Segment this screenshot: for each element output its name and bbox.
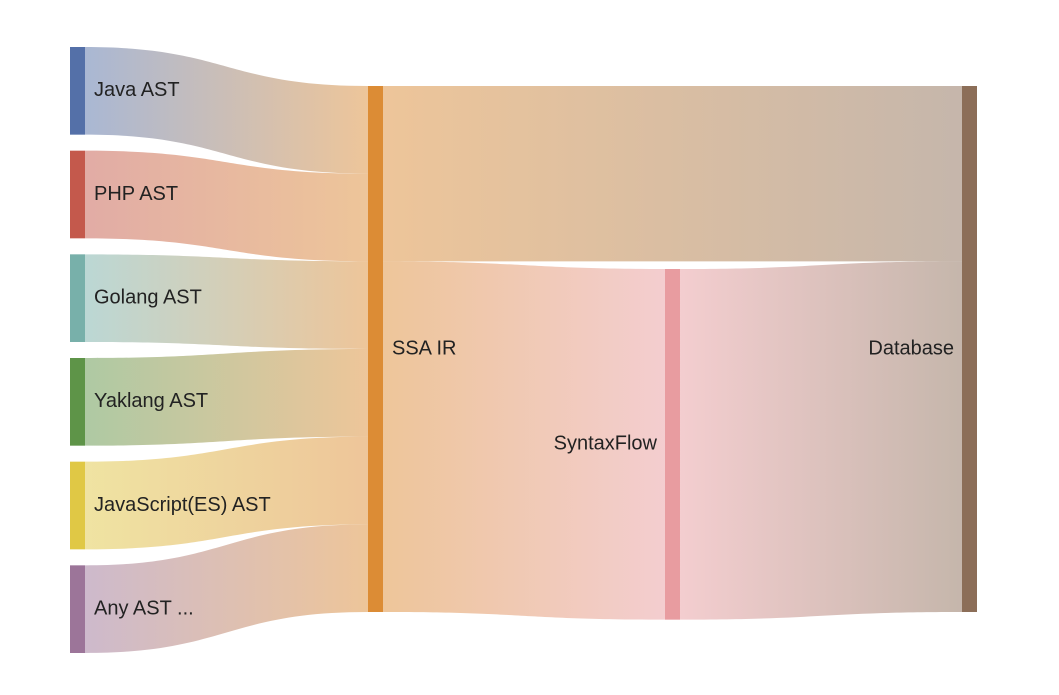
node-php bbox=[70, 150, 85, 239]
node-label-golang: Golang AST bbox=[94, 286, 202, 308]
node-label-js: JavaScript(ES) AST bbox=[94, 494, 271, 516]
link-yaklang-to-ssa bbox=[85, 349, 368, 446]
node-java bbox=[70, 47, 85, 135]
node-golang bbox=[70, 254, 85, 342]
link-syntaxflow-to-database bbox=[680, 261, 962, 620]
link-java-to-ssa bbox=[85, 47, 368, 174]
link-ssa-to-database bbox=[383, 86, 962, 262]
link-ssa-to-syntaxflow bbox=[383, 261, 665, 620]
node-js bbox=[70, 461, 85, 550]
node-database bbox=[962, 86, 977, 612]
node-any bbox=[70, 565, 85, 653]
node-label-ssa: SSA IR bbox=[392, 337, 456, 359]
node-label-php: PHP AST bbox=[94, 183, 178, 205]
link-php-to-ssa bbox=[85, 150, 368, 262]
node-label-yaklang: Yaklang AST bbox=[94, 390, 208, 412]
node-yaklang bbox=[70, 358, 85, 446]
links-layer bbox=[85, 47, 962, 653]
node-label-java: Java AST bbox=[94, 79, 180, 101]
labels-layer: Java AST PHP AST Golang AST Yaklang AST Java… bbox=[94, 79, 954, 619]
link-golang-to-ssa bbox=[85, 254, 368, 349]
link-js-to-ssa bbox=[85, 436, 368, 550]
node-label-database: Database bbox=[868, 337, 954, 359]
node-label-syntaxflow: SyntaxFlow bbox=[554, 433, 658, 455]
node-syntaxflow bbox=[665, 269, 680, 620]
node-ssa bbox=[368, 86, 383, 612]
link-any-to-ssa bbox=[85, 524, 368, 653]
node-label-any: Any AST ... bbox=[94, 597, 194, 619]
nodes-layer bbox=[70, 47, 977, 653]
